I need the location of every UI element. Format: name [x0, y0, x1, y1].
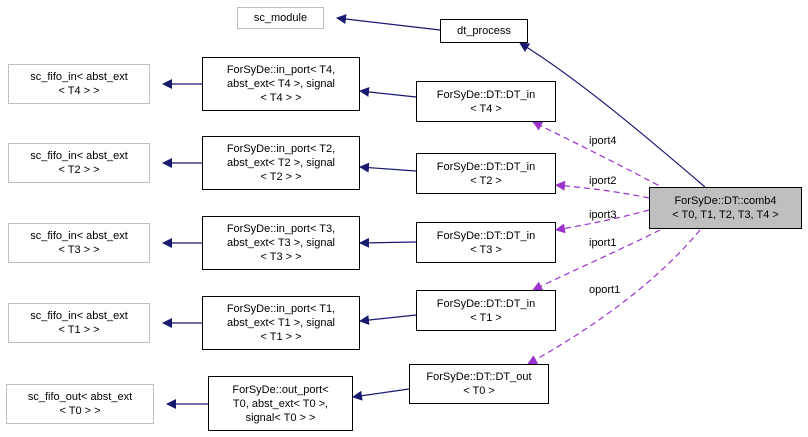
edge-comb4-dt_process — [519, 42, 706, 188]
node-comb4[interactable]: ForSyDe::DT::comb4 < T0, T1, T2, T3, T4 … — [649, 187, 802, 229]
node-line: < T2 > — [470, 174, 502, 187]
edge-dt_out_t0-out_port_t0 — [352, 388, 410, 401]
node-line: sc_fifo_in< abst_ext — [30, 230, 128, 242]
node-in-port-t2[interactable]: ForSyDe::in_port< T2, abst_ext< T2 >, si… — [202, 136, 360, 190]
node-line: T0, abst_ext< T0 >, — [232, 397, 329, 410]
node-line: ForSyDe::in_port< T4, — [226, 64, 336, 76]
node-line: < T1 > > — [260, 331, 302, 343]
edge-dt_in_t3-in_port_t3 — [359, 237, 417, 248]
node-line: ForSyDe::DT::DT_in — [436, 88, 536, 101]
edge-label-iport1: iport1 — [589, 237, 617, 249]
node-line: < T1 > — [470, 311, 502, 324]
edge-comb4-dt_in_t1 — [532, 229, 661, 291]
edge-dt_in_t4-in_port_t4 — [359, 86, 417, 98]
edge-comb4-dt_in_t4 — [532, 121, 668, 191]
node-line: sc_fifo_in< abst_ext — [30, 150, 128, 162]
edge-comb4-dt_in_t2 — [555, 180, 650, 199]
node-dt-out-t0[interactable]: ForSyDe::DT::DT_out < T0 > — [409, 364, 549, 404]
node-line: sc_fifo_in< abst_ext — [30, 71, 128, 83]
node-line: ForSyDe::DT::DT_in — [436, 229, 536, 242]
node-line: ForSyDe::in_port< T3, — [226, 223, 336, 235]
node-in-port-t1[interactable]: ForSyDe::in_port< T1, abst_ext< T1 >, si… — [202, 296, 360, 350]
node-line: sc_fifo_out< abst_ext — [27, 391, 133, 403]
node-line: < T3 > — [470, 243, 502, 256]
node-line: < T2 > > — [260, 171, 302, 183]
node-sc-fifo-in-t1: sc_fifo_in< abst_ext < T1 > > — [8, 303, 150, 343]
node-sc-fifo-in-t2: sc_fifo_in< abst_ext < T2 > > — [8, 143, 150, 183]
edge-label-oport1: oport1 — [589, 284, 620, 296]
node-line: < T4 > > — [58, 85, 100, 97]
node-in-port-t3[interactable]: ForSyDe::in_port< T3, abst_ext< T3 >, si… — [202, 216, 360, 270]
node-line: ForSyDe::in_port< T2, — [226, 143, 336, 155]
node-line: ForSyDe::DT::DT_out — [426, 371, 532, 383]
node-line: abst_ext< T1 >, signal — [226, 317, 336, 329]
node-line: abst_ext< T2 >, signal — [226, 157, 336, 169]
node-line: < T0 > — [463, 385, 495, 397]
node-sc-fifo-in-t3: sc_fifo_in< abst_ext < T3 > > — [8, 223, 150, 263]
node-line: < T3 > > — [58, 244, 100, 256]
node-line: ForSyDe::out_port< — [232, 383, 329, 396]
node-sc-fifo-out-t0: sc_fifo_out< abst_ext < T0 > > — [6, 384, 154, 424]
node-line: signal< T0 > > — [245, 411, 316, 424]
edge-label-iport3: iport3 — [589, 209, 617, 221]
node-line: < T2 > > — [58, 164, 100, 176]
node-out-port-t0[interactable]: ForSyDe::out_port< T0, abst_ext< T0 >, s… — [208, 376, 353, 431]
node-line: abst_ext< T3 >, signal — [226, 237, 336, 249]
node-line: < T3 > > — [260, 251, 302, 263]
edge-label-iport4: iport4 — [589, 135, 617, 147]
node-dt-in-t1[interactable]: ForSyDe::DT::DT_in < T1 > — [416, 290, 556, 331]
node-line: ForSyDe::DT::comb4 — [674, 195, 777, 207]
edge-dt_process-sc_module — [336, 14, 441, 31]
node-dt-process[interactable]: dt_process — [440, 19, 528, 43]
node-line: dt_process — [457, 25, 511, 37]
edge-label-iport2: iport2 — [589, 175, 617, 187]
node-line: < T4 > > — [260, 92, 302, 104]
node-line: sc_module — [253, 12, 308, 24]
edge-dt_in_t2-in_port_t2 — [359, 162, 417, 173]
node-line: < T0 > > — [59, 405, 101, 417]
node-dt-in-t4[interactable]: ForSyDe::DT::DT_in < T4 > — [416, 81, 556, 122]
node-sc-module: sc_module — [237, 7, 324, 29]
node-line: sc_fifo_in< abst_ext — [30, 310, 128, 322]
node-line: ForSyDe::in_port< T1, — [226, 303, 336, 315]
node-line: < T0, T1, T2, T3, T4 > — [672, 209, 779, 221]
node-dt-in-t2[interactable]: ForSyDe::DT::DT_in < T2 > — [416, 153, 556, 194]
node-line: ForSyDe::DT::DT_in — [436, 297, 536, 310]
node-line: abst_ext< T4 >, signal — [226, 78, 336, 90]
edge-comb4-dt_in_t3 — [555, 209, 650, 234]
node-line: ForSyDe::DT::DT_in — [436, 160, 536, 173]
edge-dt_in_t1-in_port_t1 — [359, 314, 417, 326]
node-line: < T1 > > — [58, 324, 100, 336]
node-dt-in-t3[interactable]: ForSyDe::DT::DT_in < T3 > — [416, 222, 556, 263]
node-in-port-t4[interactable]: ForSyDe::in_port< T4, abst_ext< T4 >, si… — [202, 57, 360, 111]
node-sc-fifo-in-t4: sc_fifo_in< abst_ext < T4 > > — [8, 64, 150, 104]
node-line: < T4 > — [470, 102, 502, 115]
